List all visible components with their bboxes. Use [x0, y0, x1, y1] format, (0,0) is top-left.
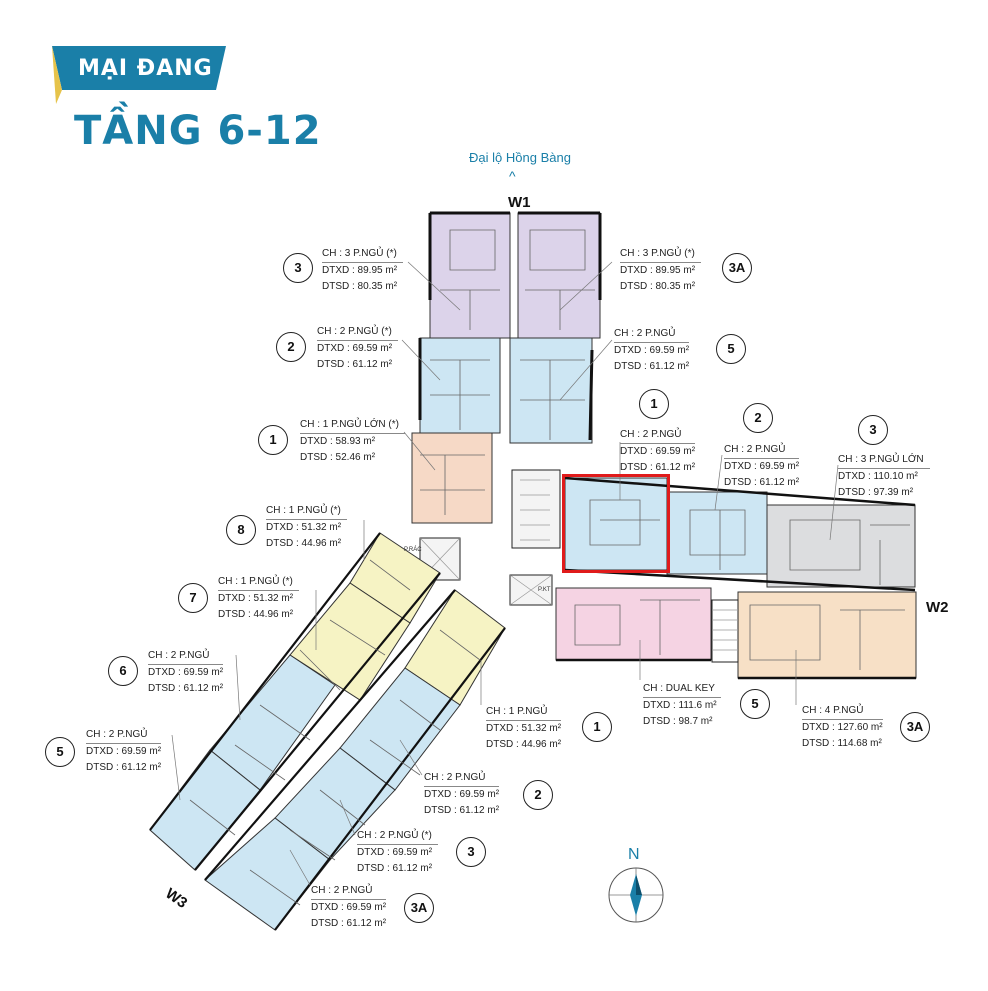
unit-number: 1 — [258, 425, 288, 455]
tower-w1 — [411, 211, 602, 524]
unit-w2-3a — [737, 591, 917, 679]
service-room-label: P.RÁC — [404, 547, 422, 553]
unit-number: 8 — [226, 515, 256, 545]
unit-number: 5 — [45, 737, 75, 767]
tech-room-label: P.KT — [538, 587, 551, 593]
page-title: TẦNG 6-12 — [74, 108, 322, 154]
compass — [608, 867, 664, 923]
unit-number: 7 — [178, 583, 208, 613]
north-arrow-icon: ^ — [509, 168, 516, 184]
unit-number: 3A — [404, 893, 434, 923]
unit-w1-1-left — [411, 432, 493, 524]
leader-lines — [171, 261, 839, 886]
unit-w2-3 — [766, 504, 916, 588]
unit-number: 3 — [858, 415, 888, 445]
unit-w2-2 — [666, 491, 768, 575]
unit-number: 1 — [639, 389, 669, 419]
unit-number: 3 — [456, 837, 486, 867]
unit-number: 5 — [740, 689, 770, 719]
unit-number: 2 — [276, 332, 306, 362]
unit-number: 2 — [743, 403, 773, 433]
unit-number: 1 — [582, 712, 612, 742]
unit-number: 3 — [283, 253, 313, 283]
compass-north-label: N — [628, 846, 640, 863]
unit-number: 2 — [523, 780, 553, 810]
selected-unit-highlight — [562, 474, 670, 573]
unit-number: 3A — [900, 712, 930, 742]
brand-banner: MẠI ĐANG — [78, 56, 213, 81]
wing-label-w2: W2 — [926, 599, 949, 616]
unit-w1-3a-right — [517, 212, 601, 339]
road-label: Đại lộ Hồng Bàng — [469, 150, 571, 165]
wing-label-w1: W1 — [508, 194, 531, 211]
unit-w2-dual-key — [555, 587, 712, 661]
unit-number: 5 — [716, 334, 746, 364]
tower-w2 — [555, 476, 917, 680]
unit-number: 6 — [108, 656, 138, 686]
unit-w1-5-right — [509, 337, 593, 444]
tower-w3 — [149, 532, 506, 931]
unit-number: 3A — [722, 253, 752, 283]
unit-w2-1 — [564, 477, 668, 571]
